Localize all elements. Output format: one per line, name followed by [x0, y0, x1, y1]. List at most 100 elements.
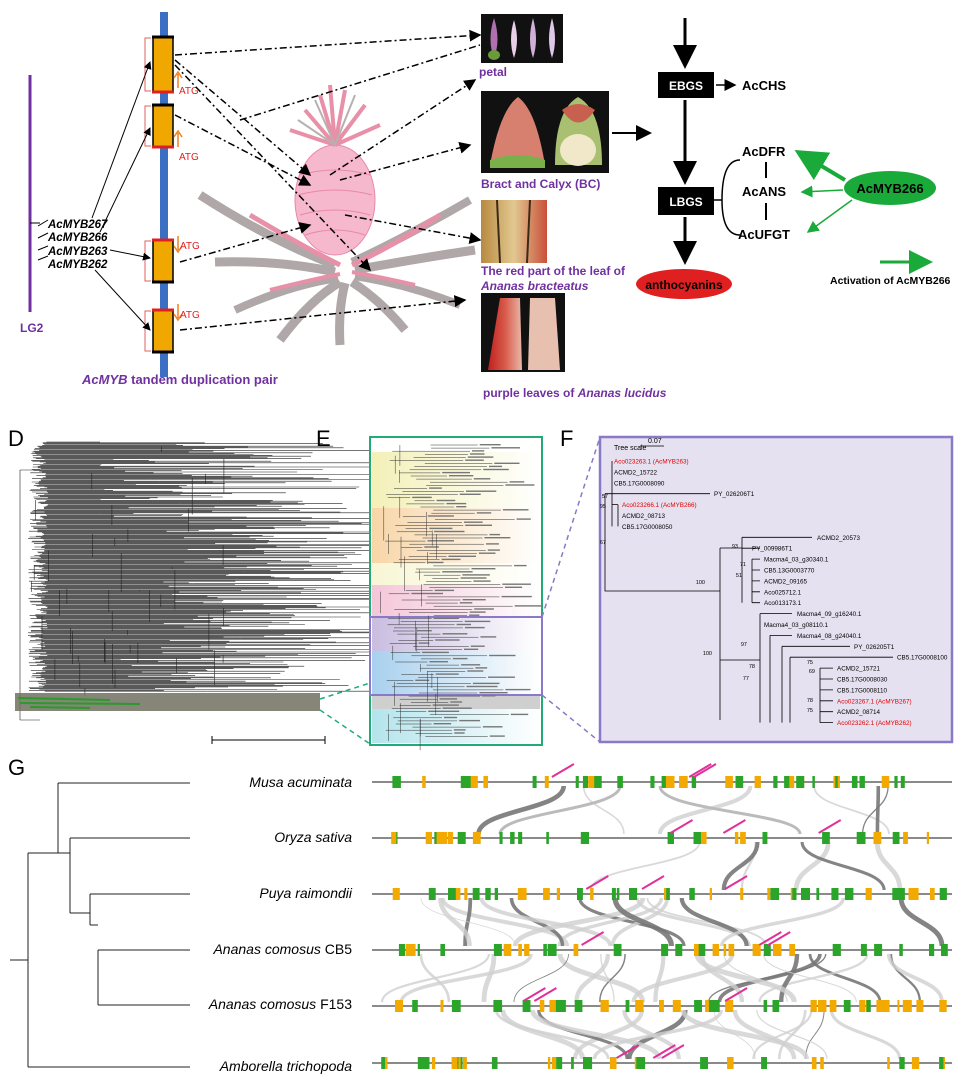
- bract-label: Bract and Calyx (BC): [481, 177, 600, 191]
- species-oryza: Oryza sativa: [274, 829, 352, 845]
- bootstrap-value: 77: [743, 676, 749, 682]
- ufgt-label: AcUFGT: [738, 227, 790, 242]
- species-musa: Musa acuminata: [249, 774, 352, 790]
- tree-leaf-label: ACMD2_08714: [837, 709, 881, 716]
- purple-leaf-label: purple leaves of Ananas lucidus: [483, 386, 667, 400]
- tree-leaf-label: ACMD2_09165: [764, 578, 808, 585]
- tree-leaf-label: CB5.17G0008050: [622, 524, 673, 531]
- atg-marker-4: ATG: [173, 304, 200, 322]
- bootstrap-value: 75: [807, 660, 813, 666]
- tree-leaf-label: CB5.17G0008100: [897, 655, 948, 662]
- synteny-plot: [372, 763, 952, 1069]
- tree-leaf-label: ACMD2_20573: [817, 535, 861, 542]
- tree-d: [15, 441, 448, 744]
- panel-label-g: G: [8, 755, 25, 780]
- gene-box-4: [144, 308, 174, 354]
- tissue-photos: petal Bract and Calyx (BC) The red part …: [479, 14, 667, 400]
- tree-leaf-label: Macma4_08_g24040.1: [797, 633, 862, 640]
- tree-f: Tree scale 0.07 Aco023263.1 (AcMYB263) AC…: [598, 435, 954, 744]
- tree-leaf-label: PY_009986T1: [752, 546, 793, 553]
- chromosome-panel: LG2: [20, 12, 278, 387]
- tree-f-scale-label: Tree scale: [614, 445, 647, 452]
- tree-leaf-label: CB5.13G0003770: [764, 568, 815, 575]
- tree-d-highlight: [15, 693, 320, 711]
- panel-label-d: D: [8, 426, 24, 451]
- bootstrap-value: 57: [602, 494, 608, 500]
- bootstrap-value: 51: [736, 573, 742, 579]
- gene-label-263: AcMYB263: [47, 246, 108, 258]
- gene-box-2: [144, 103, 174, 149]
- svg-text:ATG: ATG: [179, 86, 199, 97]
- tree-leaf-label: PY_026205T1: [854, 644, 895, 651]
- red-leaf-label-1: The red part of the leaf of: [481, 264, 626, 278]
- bootstrap-value: 100: [696, 580, 705, 586]
- tree-leaf-label: Aco025712.1: [764, 589, 802, 596]
- panel-label-e: E: [316, 426, 331, 451]
- lg2-label: LG2: [20, 321, 44, 335]
- tree-leaf-label: ACMD2_08713: [622, 513, 666, 520]
- bootstrap-value: 78: [807, 698, 813, 704]
- bootstrap-value: 78: [749, 664, 755, 670]
- bootstrap-value: 97: [741, 642, 747, 648]
- chs-label: AcCHS: [742, 78, 786, 93]
- atg-marker-2: ATG: [173, 129, 199, 163]
- atg-marker-1: ATG: [173, 70, 199, 97]
- petal-label: petal: [479, 65, 507, 79]
- tree-leaf-label: Aco023263.1 (AcMYB263): [614, 459, 689, 466]
- species-cb5: Ananas comosus CB5: [212, 941, 352, 957]
- myb266-node: [844, 171, 936, 205]
- activation-legend: Activation of AcMYB266: [830, 275, 951, 287]
- chromosome-caption: AcMYB tandem duplication pair: [81, 372, 278, 387]
- svg-text:anthocyanins: anthocyanins: [645, 278, 723, 292]
- svg-text:LBGS: LBGS: [669, 195, 702, 209]
- gene-label-266: AcMYB266: [47, 232, 108, 244]
- bootstrap-value: 67: [600, 540, 606, 546]
- tree-leaf-label: ACMD2_15722: [614, 469, 658, 476]
- species-puya: Puya raimondii: [259, 885, 352, 901]
- red-leaf-label-2: Ananas bracteatus: [480, 279, 589, 293]
- tree-leaf-label: Macma4_03_g30340.1: [764, 557, 829, 564]
- bootstrap-value: 75: [807, 708, 813, 714]
- tree-leaf-label: Aco023267.1 (AcMYB267): [837, 698, 912, 705]
- species-amborella: Amborella trichopoda: [219, 1058, 353, 1074]
- tree-leaf-label: ACMD2_15721: [837, 666, 881, 673]
- svg-text:ATG: ATG: [180, 241, 200, 252]
- anthocyanin-pathway: EBGS AcCHS LBGS anthocyanins AcDFR AcANS…: [636, 18, 951, 299]
- tree-leaf-label: CB5.17G0008090: [614, 480, 665, 487]
- svg-text:AcMYB266: AcMYB266: [856, 181, 923, 196]
- tree-leaf-label: CB5.17G0008110: [837, 687, 887, 694]
- tree-leaf-label: CB5.17G0008030: [837, 677, 888, 684]
- lbgs-box: [658, 187, 714, 215]
- ans-label: AcANS: [742, 184, 786, 199]
- tree-e: [369, 436, 543, 751]
- bootstrap-value: 100: [703, 651, 712, 657]
- svg-text:ATG: ATG: [180, 310, 200, 321]
- tree-leaf-label: Macma4_03_g08110.1: [764, 622, 828, 629]
- ebgs-box: [658, 72, 714, 98]
- bootstrap-value: 71: [740, 562, 746, 568]
- red-leaf-photo: [481, 200, 547, 263]
- svg-text:EBGS: EBGS: [669, 79, 703, 93]
- tree-leaf-label: Aco023266.1 (AcMYB266): [622, 502, 697, 509]
- pineapple-illustration: [197, 84, 476, 346]
- chromosome: [160, 12, 168, 377]
- bootstrap-value: 69: [809, 669, 815, 675]
- tissue-links: [174, 29, 482, 331]
- bootstrap-value: 93: [732, 544, 738, 550]
- species-tree: [10, 782, 190, 1068]
- gene-label-262: AcMYB262: [47, 259, 108, 271]
- panel-label-f: F: [560, 426, 573, 451]
- dfr-label: AcDFR: [742, 144, 786, 159]
- atg-marker-3: ATG: [173, 236, 200, 254]
- anthocyanins-node: [636, 269, 732, 299]
- species-f153: Ananas comosus F153: [208, 996, 352, 1012]
- bootstrap-value: 95: [600, 504, 606, 510]
- gene-box-3: [144, 238, 174, 284]
- tree-leaf-label: Aco013173.1: [764, 600, 802, 607]
- svg-text:ATG: ATG: [179, 152, 199, 163]
- tree-leaf-label: PY_026206T1: [714, 491, 755, 498]
- gene-label-267: AcMYB267: [47, 219, 108, 231]
- tree-leaf-label: Aco023262.1 (AcMYB262): [837, 720, 912, 727]
- tree-f-scale-value: 0.07: [648, 438, 662, 445]
